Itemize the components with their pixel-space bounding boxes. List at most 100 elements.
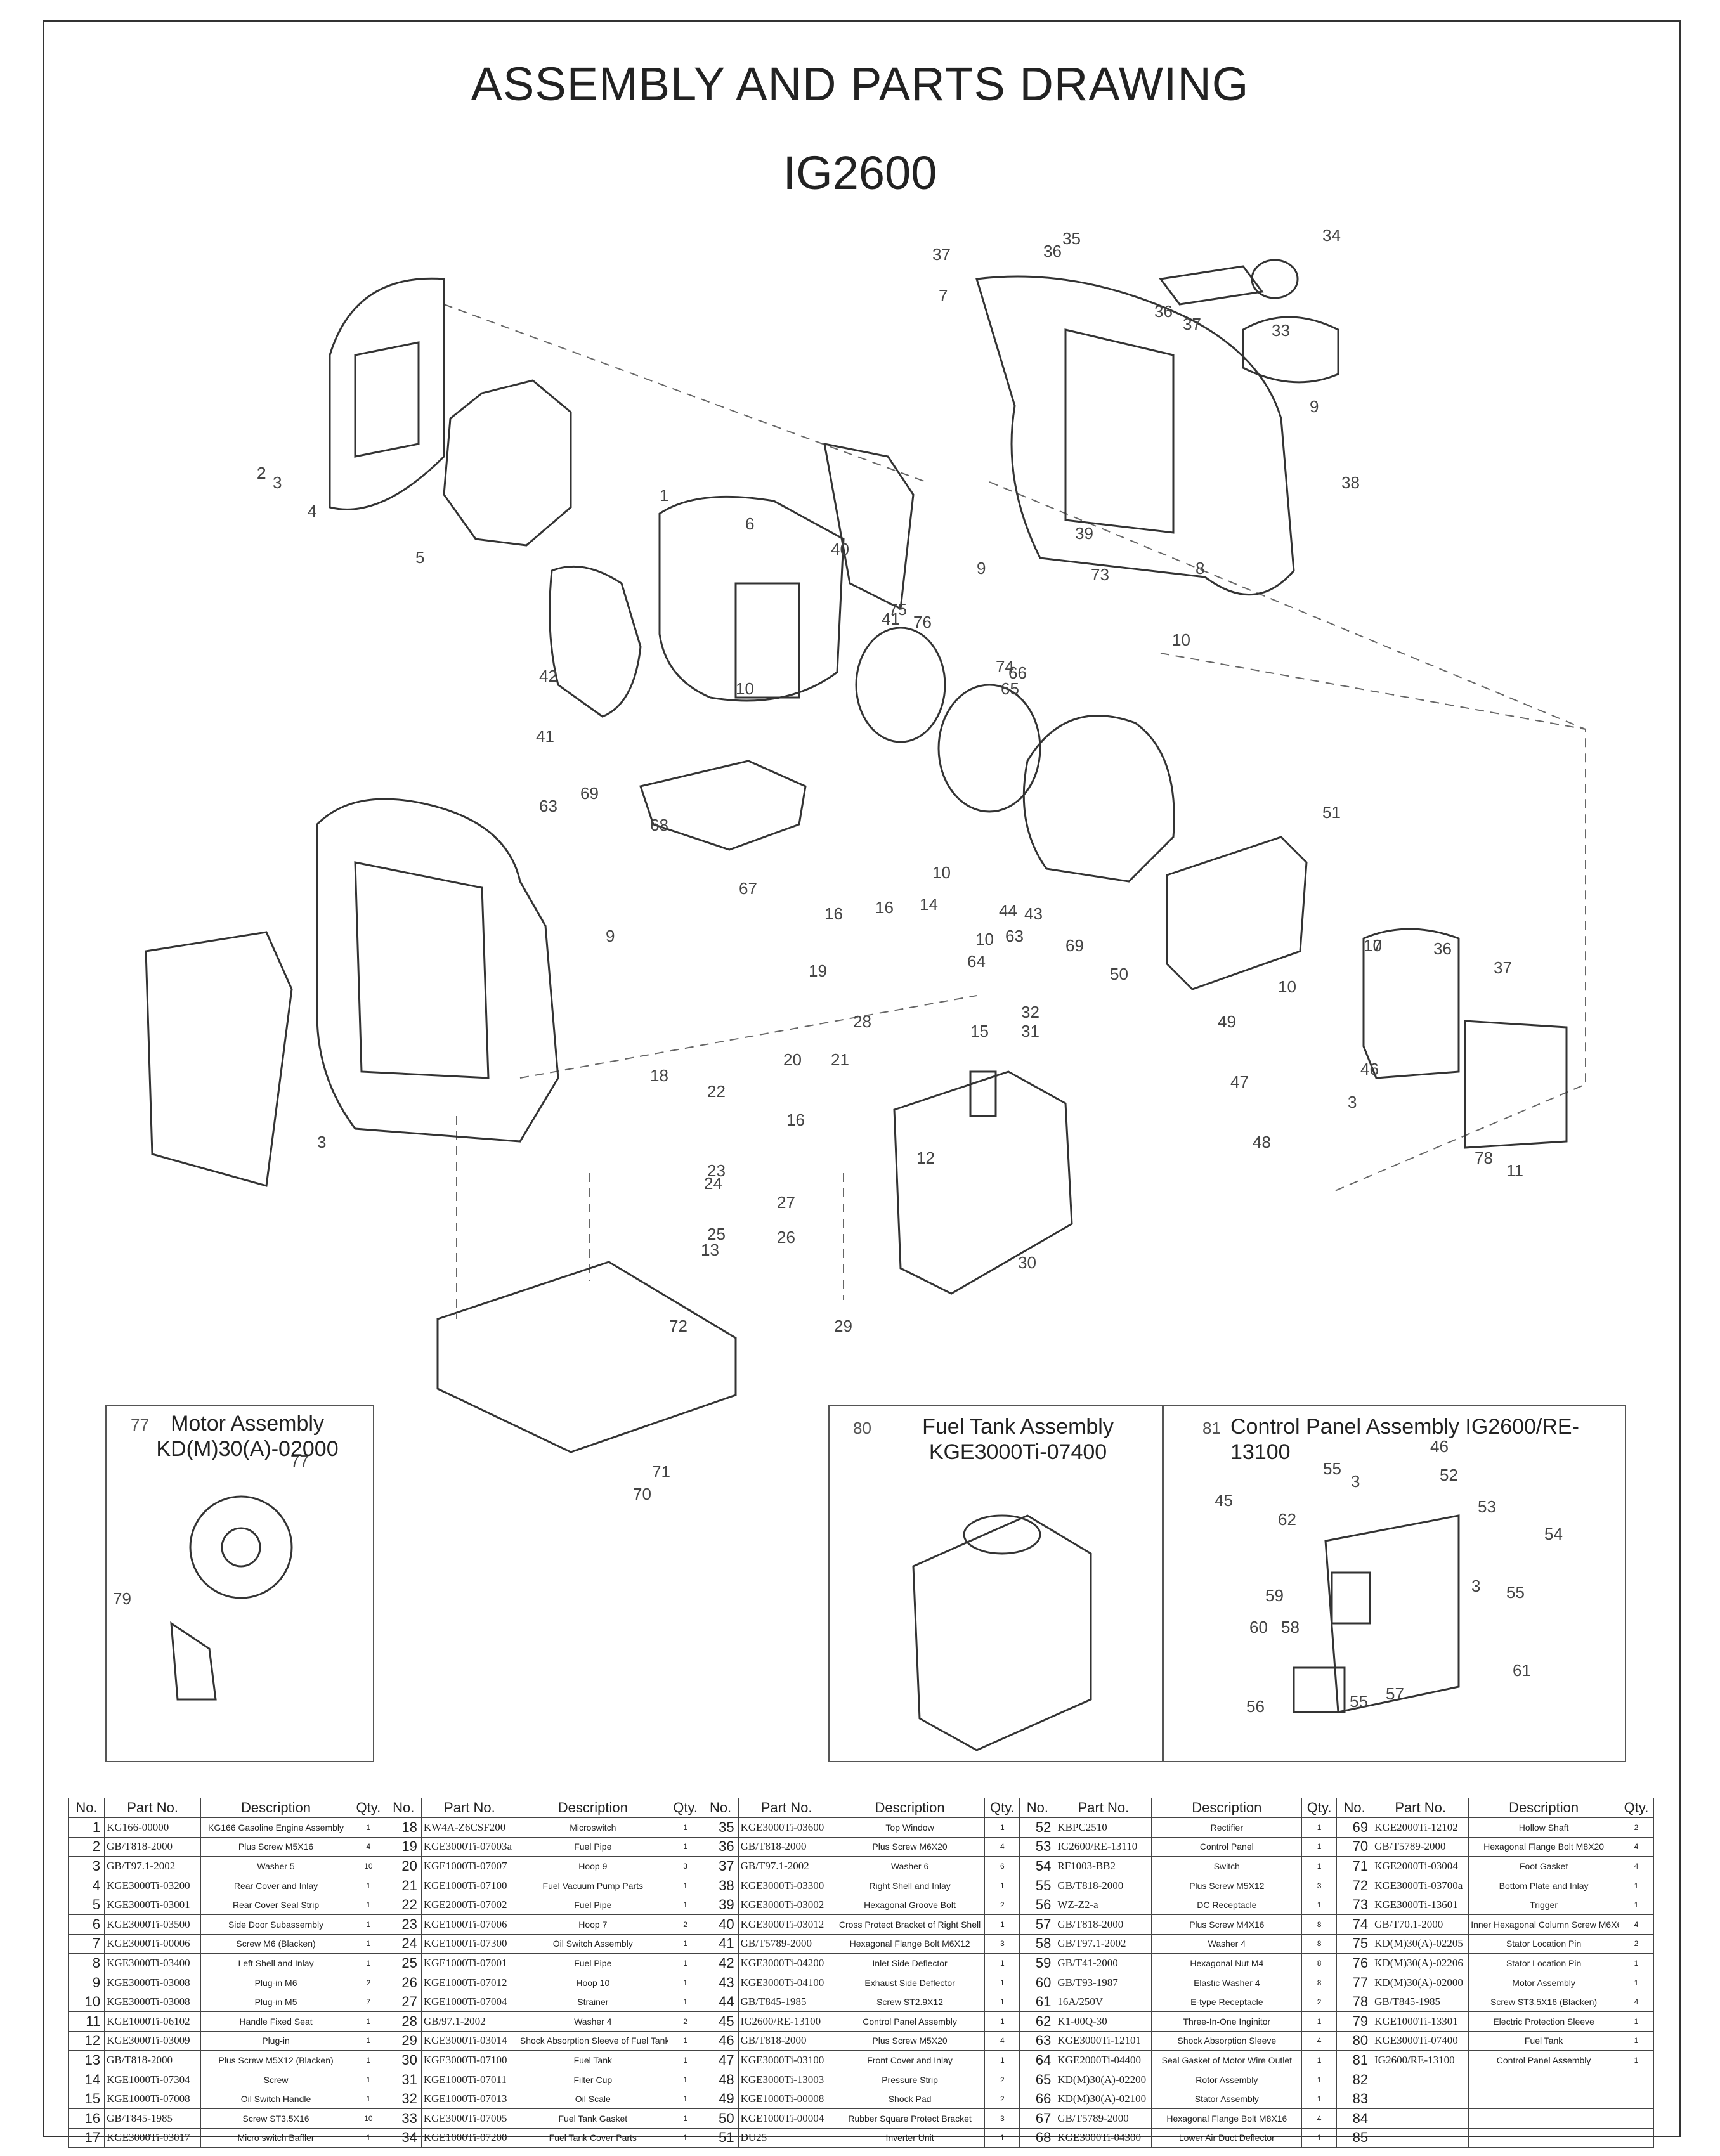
part-number: KGE3000Ti-03100 xyxy=(738,2050,835,2070)
part-quantity: 6 xyxy=(984,1856,1020,1876)
callout-panel-53: 53 xyxy=(1478,1497,1496,1516)
item-number: 20 xyxy=(385,1856,422,1876)
callout-main-78: 78 xyxy=(1475,1148,1493,1167)
callout-panel-62: 62 xyxy=(1278,1510,1296,1529)
part-description xyxy=(1468,2069,1619,2090)
part-description: Fuel Tank Cover Parts xyxy=(517,2127,668,2148)
item-number: 47 xyxy=(702,2050,739,2070)
callout-main-70: 70 xyxy=(633,1484,651,1503)
header-no: No. xyxy=(68,1798,105,1818)
part-number: WZ-Z2-a xyxy=(1055,1895,1152,1915)
part-description: Screw xyxy=(200,2069,351,2090)
item-number: 50 xyxy=(702,2108,739,2129)
part-quantity: 4 xyxy=(350,1836,386,1857)
part-quantity: 1 xyxy=(984,1992,1020,2012)
part-number xyxy=(1372,2069,1469,2090)
part-number: KGE3000Ti-03008 xyxy=(104,1972,202,1993)
part-description: Hoop 7 xyxy=(517,1914,668,1935)
part-quantity: 1 xyxy=(667,2069,703,2090)
header-description: Description xyxy=(834,1798,986,1818)
part-description: Plus Screw M5X16 xyxy=(200,1836,351,1857)
callout-main-40: 40 xyxy=(831,540,849,559)
part-description: Plus Screw M5X12 xyxy=(1151,1875,1303,1896)
header-part-no: Part No. xyxy=(104,1798,202,1818)
item-number: 16 xyxy=(68,2108,105,2129)
item-number: 34 xyxy=(385,2127,422,2148)
part-number: KGE1000Ti-07001 xyxy=(420,1953,518,1973)
part-quantity: 1 xyxy=(667,1972,703,1993)
part-description: Switch xyxy=(1151,1856,1303,1876)
part-number: KGE3000Ti-03001 xyxy=(104,1895,202,1915)
item-number: 71 xyxy=(1336,1856,1373,1876)
item-number: 1 xyxy=(68,1817,105,1838)
part-description: Fuel Tank xyxy=(1468,2030,1619,2051)
item-number: 76 xyxy=(1336,1953,1373,1973)
callout-panel-55: 55 xyxy=(1323,1459,1341,1478)
part-number: KW4A-Z6CSF200 xyxy=(420,1817,518,1838)
part-description: Right Shell and Inlay xyxy=(834,1875,986,1896)
item-number: 82 xyxy=(1336,2069,1373,2090)
part-number: GB/T97.1-2002 xyxy=(104,1856,202,1876)
part-number: GB/T845-1985 xyxy=(1372,1992,1469,2012)
callout-main-10: 10 xyxy=(1364,936,1382,955)
header-qty: Qty. xyxy=(1301,1798,1338,1818)
part-description: Front Cover and Inlay xyxy=(834,2050,986,2070)
part-description: Screw ST3.5X16 xyxy=(200,2108,351,2129)
part-quantity: 1 xyxy=(350,1895,386,1915)
part-quantity: 1 xyxy=(667,1992,703,2012)
item-number: 42 xyxy=(702,1953,739,1973)
part-description: Plug-in M6 xyxy=(200,1972,351,1993)
item-number: 63 xyxy=(1019,2030,1056,2051)
part-number: KGE3000Ti-13601 xyxy=(1372,1895,1469,1915)
part-description: Seal Gasket of Motor Wire Outlet xyxy=(1151,2050,1303,2070)
part-quantity: 1 xyxy=(350,2127,386,2148)
part-quantity: 1 xyxy=(1301,2089,1338,2109)
control-panel-inset xyxy=(1162,1405,1626,1762)
callout-main-14: 14 xyxy=(920,895,938,914)
callout-main-73: 73 xyxy=(1091,565,1109,584)
part-quantity: 8 xyxy=(1301,1972,1338,1993)
part-description: Exhaust Side Deflector xyxy=(834,1972,986,1993)
item-number: 7 xyxy=(68,1933,105,1954)
part-quantity: 1 xyxy=(1301,1836,1338,1857)
part-number: RF1003-BB2 xyxy=(1055,1856,1152,1876)
part-number: 16A/250V xyxy=(1055,1992,1152,2012)
part-description: Oil Switch Handle xyxy=(200,2089,351,2109)
part-description: Elastic Washer 4 xyxy=(1151,1972,1303,1993)
part-quantity: 1 xyxy=(984,2011,1020,2032)
part-quantity: 2 xyxy=(1301,1992,1338,2012)
item-number: 84 xyxy=(1336,2108,1373,2129)
part-number: KGE3000Ti-03017 xyxy=(104,2127,202,2148)
item-number: 45 xyxy=(702,2011,739,2032)
part-number: KGE1000Ti-07012 xyxy=(420,1972,518,1993)
part-description: Hoop 9 xyxy=(517,1856,668,1876)
header-no: No. xyxy=(385,1798,422,1818)
item-number: 33 xyxy=(385,2108,422,2129)
part-description: Rubber Square Protect Bracket xyxy=(834,2108,986,2129)
callout-main-9: 9 xyxy=(606,926,615,945)
part-number xyxy=(1372,2108,1469,2129)
item-number: 75 xyxy=(1336,1933,1373,1954)
callout-main-2: 2 xyxy=(257,464,266,483)
page-title: ASSEMBLY AND PARTS DRAWING xyxy=(471,58,1249,110)
item-number: 39 xyxy=(702,1895,739,1915)
item-number: 83 xyxy=(1336,2089,1373,2109)
callout-main-30: 30 xyxy=(1018,1253,1036,1272)
item-number: 5 xyxy=(68,1895,105,1915)
callout-main-31: 31 xyxy=(1021,1022,1039,1041)
part-description: Rotor Assembly xyxy=(1151,2069,1303,2090)
item-number: 27 xyxy=(385,1992,422,2012)
part-number: KGE2000Ti-07002 xyxy=(420,1895,518,1915)
part-number: KGE3000Ti-04300 xyxy=(1055,2127,1152,2148)
callout-main-15: 15 xyxy=(970,1022,989,1041)
part-description: Rectifier xyxy=(1151,1817,1303,1838)
callout-main-63: 63 xyxy=(1005,926,1024,945)
part-number: KGE3000Ti-03200 xyxy=(104,1875,202,1896)
fuel-tank-inset xyxy=(828,1405,1164,1762)
callout-main-10: 10 xyxy=(975,930,994,949)
part-description: KG166 Gasoline Engine Assembly xyxy=(200,1817,351,1838)
